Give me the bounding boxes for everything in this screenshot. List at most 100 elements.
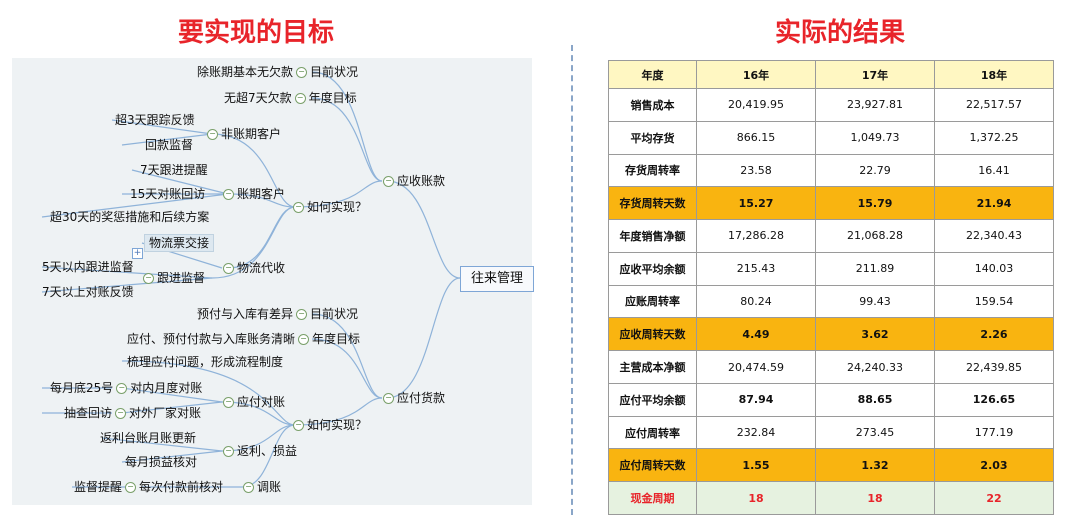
table-cell: 2.03 (934, 448, 1054, 483)
payables-node[interactable]: −应付货款 (380, 390, 445, 406)
receivables-label: 应收账款 (397, 174, 446, 188)
row-label: 应付平均余额 (608, 382, 697, 417)
table-cell: 211.89 (815, 251, 935, 286)
follow-node[interactable]: −跟进监督 (140, 270, 205, 286)
table-cell: 2.26 (934, 317, 1054, 352)
term-item: 超30天的奖惩措施和后续方案 (50, 210, 210, 224)
table-cell: 140.03 (934, 251, 1054, 286)
row-label: 年度销售净额 (608, 219, 697, 253)
table-cell: 22 (934, 481, 1054, 515)
row-label: 存货周转天数 (608, 186, 697, 221)
table-cell: 22,517.57 (934, 88, 1054, 122)
payables-how-node[interactable]: −如何实现？ (290, 417, 367, 433)
left-title: 要实现的目标 (178, 18, 335, 48)
recon-sub[interactable]: 抽查回访−对外厂家对账 (64, 405, 201, 421)
table-cell: 21.94 (934, 186, 1054, 221)
table-cell: 18 (696, 481, 816, 515)
receivables-node[interactable]: −应收账款 (380, 173, 445, 189)
table-cell: 22,439.85 (934, 350, 1054, 384)
table-cell: 16.41 (934, 153, 1054, 188)
collapse-icon[interactable]: − (298, 334, 310, 345)
table-cell: 15.27 (696, 186, 816, 221)
logistics-node[interactable]: −物流代收 (220, 260, 285, 276)
rebate-item: 每月损益核对 (125, 455, 198, 469)
receivables-goal-detail[interactable]: 无超7天欠款−年度目标 (224, 90, 357, 106)
row-label: 现金周期 (608, 481, 697, 515)
non-term-item: 回款监督 (145, 138, 194, 152)
row-label: 主营成本净额 (608, 350, 697, 384)
payables-current-detail[interactable]: 预付与入库有差异−目前状况 (197, 306, 358, 322)
table-cell: 273.45 (815, 415, 935, 450)
collapse-icon[interactable]: − (383, 176, 394, 187)
payables-how-label: 如何实现？ (307, 418, 368, 432)
payables-current-detail-text: 预付与入库有差异 (197, 307, 294, 321)
table-cell: 99.43 (815, 284, 935, 319)
table-cell: 3.62 (815, 317, 935, 352)
collapse-icon[interactable]: − (296, 309, 308, 320)
receivables-current-detail-text: 除账期基本无欠款 (197, 65, 294, 79)
table-cell: 215.43 (696, 251, 816, 286)
collapse-icon[interactable]: − (115, 408, 127, 419)
receivables-current-label: 目前状况 (310, 65, 359, 79)
rebate-node[interactable]: −返利、损益 (220, 443, 297, 459)
receivables-goal-detail-text: 无超7天欠款 (224, 91, 292, 105)
mind-map-connectors (41, 71, 461, 488)
non-term-customer-node[interactable]: −非账期客户 (204, 126, 281, 142)
collapse-icon[interactable]: − (207, 129, 218, 140)
collapse-icon[interactable]: − (223, 397, 234, 408)
collapse-icon[interactable]: − (223, 446, 234, 457)
receivables-how-node[interactable]: −如何实现？ (290, 199, 367, 215)
recon-sub-text: 抽查回访 (64, 406, 113, 420)
collapse-icon[interactable]: − (293, 420, 304, 431)
collapse-icon[interactable]: − (243, 482, 254, 493)
collapse-icon[interactable]: − (294, 93, 306, 104)
adjust-sub[interactable]: 监督提醒−每次付款前核对 (74, 479, 223, 495)
receivables-current-detail[interactable]: 除账期基本无欠款−目前状况 (197, 64, 358, 80)
root-node[interactable]: 往来管理 (460, 266, 535, 292)
row-label: 存货周转率 (608, 153, 697, 188)
table-cell: 22.79 (815, 153, 935, 188)
row-label: 应账周转率 (608, 284, 697, 319)
collapse-icon[interactable]: − (293, 202, 304, 213)
non-term-label: 非账期客户 (221, 127, 282, 141)
recon-sub[interactable]: 每月底25号−对内月度对账 (50, 380, 202, 396)
adjust-item-text: 每次付款前核对 (139, 480, 224, 494)
collapse-icon[interactable]: − (383, 393, 394, 404)
root-label: 往来管理 (471, 271, 524, 286)
logistics-item-text: 物流票交接 (144, 234, 215, 252)
row-label: 应付周转率 (608, 415, 697, 450)
collapse-icon[interactable]: − (223, 263, 234, 274)
right-title: 实际的结果 (775, 18, 906, 48)
expand-icon[interactable]: + (132, 248, 143, 259)
collapse-icon[interactable]: − (223, 189, 234, 200)
rebate-label: 返利、损益 (237, 444, 298, 458)
follow-item: 5天以内跟进监督 (42, 260, 134, 274)
receivables-goal-label: 年度目标 (308, 91, 357, 105)
collapse-icon[interactable]: − (143, 273, 154, 284)
collapse-icon[interactable]: − (296, 67, 308, 78)
adjust-sub-text: 监督提醒 (74, 480, 123, 494)
payables-current-label: 目前状况 (310, 307, 359, 321)
header-cell: 17年 (815, 60, 935, 89)
adjust-node[interactable]: −调账 (240, 479, 281, 495)
table-cell: 126.65 (934, 382, 1054, 417)
term-customer-node[interactable]: −账期客户 (220, 186, 285, 202)
recon-sub-text: 每月底25号 (50, 381, 114, 395)
recon-item-text: 对内月度对账 (130, 381, 203, 395)
rebate-item: 返利台账月账更新 (100, 431, 197, 445)
collapse-icon[interactable]: − (125, 482, 137, 493)
payables-goal-detail[interactable]: 应付、预付付款与入库账务清晰−年度目标 (127, 331, 360, 347)
table-cell: 23,927.81 (815, 88, 935, 122)
recon-node[interactable]: −应付对账 (220, 394, 285, 410)
collapse-icon[interactable]: − (116, 383, 128, 394)
